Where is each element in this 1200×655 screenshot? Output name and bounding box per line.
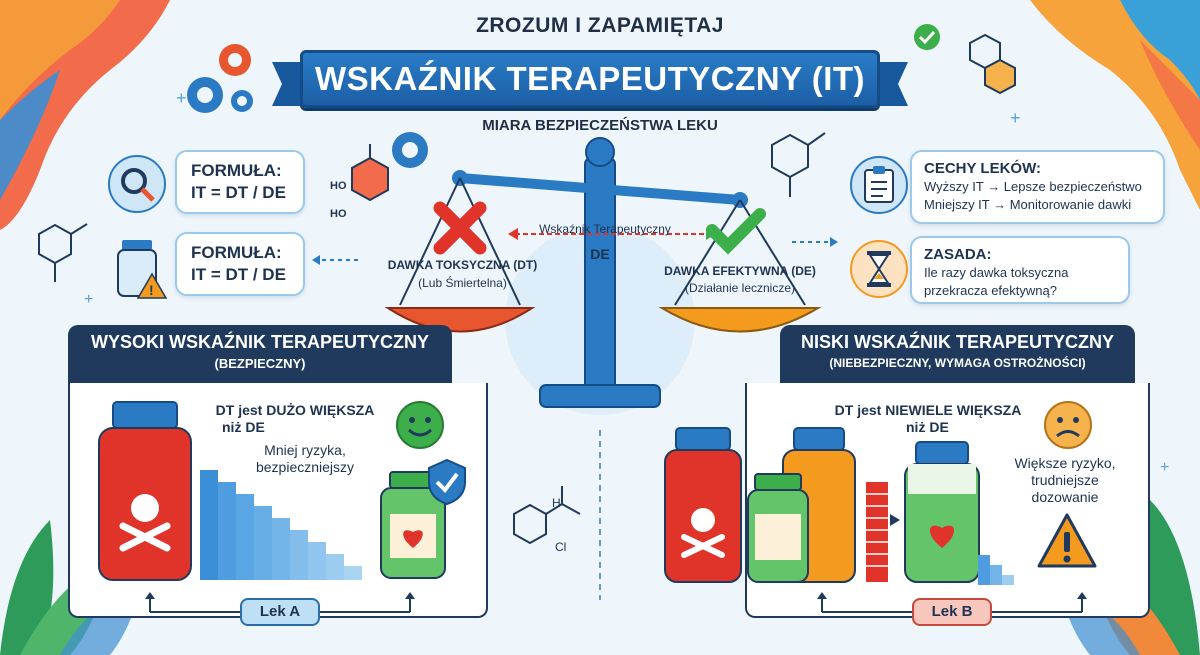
low-note-line-1: Większe ryzyko, — [1014, 455, 1116, 471]
page-supertitle: ZROZUM I ZAPAMIĘTAJ — [476, 14, 724, 37]
low-note: Większe ryzyko, trudniejsze dozowanie — [990, 455, 1140, 506]
molecule-label-cl: Cl — [555, 540, 567, 554]
high-note-line-1: Mniej ryzyka, — [264, 442, 346, 458]
warning-icon — [1037, 513, 1097, 568]
low-statement-line-1: DT jest NIEWIELE WIĘKSZA — [834, 402, 1022, 418]
clipboard-icon — [850, 156, 908, 214]
molecule-icon — [969, 33, 1016, 95]
shield-check-icon — [428, 458, 466, 506]
low-statement: DT jest NIEWIELE WIĘKSZA niż DE — [818, 402, 1038, 436]
formula-card: FORMUŁA: IT = DT / DE — [175, 232, 305, 296]
molecule-icon — [38, 223, 88, 282]
molecule-label-h: H — [552, 496, 561, 510]
rule-line-1: Ile razy dawka toksyczna — [924, 265, 1069, 280]
dashed-arrow-icon — [312, 255, 358, 265]
high-index-title: WYSOKI WSKAŹNIK TERAPEUTYCZNY — [90, 332, 429, 352]
high-note: Mniej ryzyka, bezpieczniejszy — [240, 442, 370, 476]
drug-a-arrows — [145, 592, 415, 613]
balance-scale-icon — [384, 137, 822, 415]
high-statement-line-1: DT jest DUŻO WIĘKSZA — [215, 402, 375, 418]
molecule-icon — [351, 144, 389, 202]
features-heading: CECHY LEKÓW: — [924, 160, 1041, 177]
drug-a-label: Lek A — [240, 598, 320, 626]
gear-icon — [392, 132, 428, 168]
formula-expression: IT = DT / DE — [191, 183, 286, 202]
rule-line-2: przekracza efektywną? — [924, 283, 1057, 298]
green-bottle-icon — [747, 473, 809, 583]
page-title: WSKAŹNIK TERAPEUTYCZNY (IT) — [300, 50, 880, 108]
arrow-sub-label: DE — [590, 246, 610, 262]
low-statement-line-2: niż DE — [906, 419, 949, 435]
toxic-dose-sub: (Lub Śmiertelna) — [418, 276, 507, 290]
effective-bottle-icon — [904, 441, 980, 583]
molecule-icon — [771, 132, 826, 197]
low-index-title: NISKI WSKAŹNIK TERAPEUTYCZNY — [800, 332, 1114, 352]
features-line-2: Mniejszy IT → Monitorowanie dawki — [924, 197, 1132, 212]
arrow-label: Wskaźnik Terapeutyczny — [539, 222, 671, 236]
magnifier-gear-icon — [108, 155, 166, 213]
svg-text:+: + — [1160, 459, 1169, 476]
dashed-arrow-icon — [792, 237, 838, 247]
gears-icon — [187, 44, 253, 113]
medicine-bottle-warning-icon: ! — [112, 238, 168, 300]
svg-text:!: ! — [149, 282, 154, 298]
page-subtitle: MIARA BEZPIECZEŃSTWA LEKU — [482, 117, 718, 134]
drug-b-label: Lek B — [912, 598, 992, 626]
svg-text:+: + — [84, 291, 93, 308]
arrow-right-icon — [890, 514, 900, 526]
high-statement: DT jest DUŻO WIĘKSZA niż DE — [200, 402, 390, 436]
toxic-bottle-icon — [664, 427, 742, 583]
svg-text:+: + — [1010, 108, 1021, 128]
high-index-header: WYSOKI WSKAŹNIK TERAPEUTYCZNY (BEZPIECZN… — [68, 325, 452, 383]
red-step-bar-icon — [866, 482, 888, 582]
check-circle-icon — [914, 24, 940, 50]
molecule-icon — [513, 486, 581, 545]
high-index-subtitle: (BEZPIECZNY) — [214, 356, 306, 371]
molecule-label-ho: HO — [330, 208, 347, 220]
sad-face-icon — [1044, 401, 1092, 449]
high-note-line-2: bezpieczniejszy — [255, 459, 355, 475]
low-index-header: NISKI WSKAŹNIK TERAPEUTYCZNY (NIEBEZPIEC… — [780, 325, 1135, 383]
formula-label: FORMUŁA: — [191, 161, 282, 180]
toxic-bottle-icon — [98, 401, 192, 581]
effective-bottle-icon — [380, 471, 446, 579]
features-line-1: Wyższy IT → Lepsze bezpieczeństwo — [924, 179, 1142, 194]
features-card: CECHY LEKÓW: Wyższy IT → Lepsze bezpiecz… — [910, 150, 1165, 224]
low-note-line-3: dozowanie — [1031, 489, 1099, 505]
low-index-subtitle: (NIEBEZPIECZNY, WYMAGA OSTROŻNOŚCI) — [829, 356, 1086, 370]
formula-expression: IT = DT / DE — [191, 265, 286, 284]
blue-step-bar-icon — [978, 555, 1014, 585]
formula-card: FORMUŁA: IT = DT / DE — [175, 150, 305, 214]
rule-heading: ZASADA: — [924, 246, 992, 263]
toxic-dose-label: DAWKA TOKSYCZNA (DT) — [387, 258, 538, 272]
drug-b-arrows — [817, 592, 1087, 613]
staircase-icon — [200, 470, 362, 580]
svg-text:+: + — [176, 88, 187, 108]
hourglass-icon — [850, 240, 908, 298]
formula-label: FORMUŁA: — [191, 243, 282, 262]
rule-card: ZASADA: Ile razy dawka toksyczna przekra… — [910, 236, 1130, 304]
high-statement-line-2: niż DE — [222, 419, 265, 435]
effective-dose-sub: (Działanie lecznicze) — [684, 281, 796, 295]
happy-face-icon — [396, 401, 444, 449]
low-note-line-2: trudniejsze — [1031, 472, 1099, 488]
molecule-label-ho: HO — [330, 180, 347, 192]
effective-dose-label: DAWKA EFEKTYWNA (DE) — [664, 264, 816, 278]
